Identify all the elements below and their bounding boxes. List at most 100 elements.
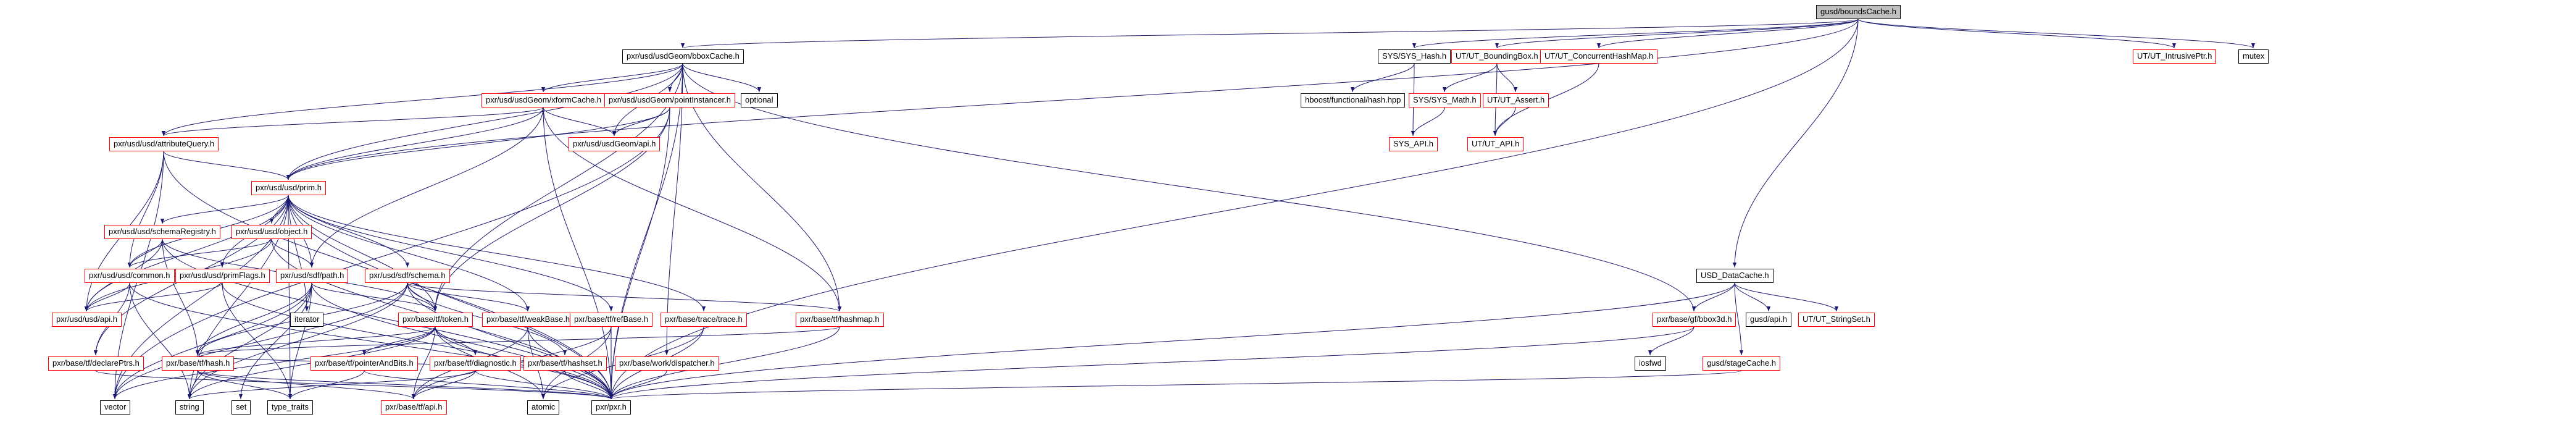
graph-node-tf_hashset[interactable]: pxr/base/tf/hashset.h [523, 356, 607, 371]
graph-node-bboxCache[interactable]: pxr/usd/usdGeom/bboxCache.h [622, 49, 744, 64]
include-edge-xformCache-to-sdf_path [309, 107, 544, 268]
graph-node-UT_IntrusivePtr[interactable]: UT/UT_IntrusivePtr.h [2133, 49, 2217, 64]
include-edge-xformCache-to-prim [286, 107, 544, 180]
include-edge-prim-to-object [269, 195, 289, 224]
include-edge-root-to-SYS_Hash [1412, 19, 1859, 49]
graph-node-schemaRegistry[interactable]: pxr/usd/usd/schemaRegistry.h [104, 225, 220, 239]
graph-node-gf_bbox3d[interactable]: pxr/base/gf/bbox3d.h [1653, 313, 1736, 327]
graph-node-tf_token[interactable]: pxr/base/tf/token.h [398, 313, 473, 327]
include-edge-UT_Assert-to-UT_API [1493, 107, 1516, 137]
graph-node-mutex[interactable]: mutex [2238, 49, 2269, 64]
graph-node-UT_StringSet[interactable]: UT/UT_StringSet.h [1798, 313, 1875, 327]
include-edge-prim-to-tf_weakBase [288, 195, 530, 312]
include-edge-sdf_path-to-string [187, 282, 312, 400]
include-edge-pointInstancer-to-vector [112, 107, 670, 400]
graph-node-gusd_stageCache[interactable]: gusd/stageCache.h [1703, 356, 1781, 371]
include-edge-root-to-UT_ConcurrentHashMap [1597, 19, 1859, 49]
graph-node-UT_API[interactable]: UT/UT_API.h [1467, 137, 1524, 151]
graph-node-common[interactable]: pxr/usd/usd/common.h [85, 269, 175, 283]
include-edge-tf_pointerAndBits-to-pxr [364, 370, 613, 400]
graph-node-gusd_api[interactable]: gusd/api.h [1746, 313, 1791, 327]
graph-node-sdf_path[interactable]: pxr/usd/sdf/path.h [276, 269, 349, 283]
graph-node-SYS_Hash[interactable]: SYS/SYS_Hash.h [1378, 49, 1451, 64]
include-edge-primFlags-to-usd_api [84, 282, 223, 312]
include-edge-tf_diagnostic-to-tf_api [411, 370, 476, 400]
graph-node-tf_hashmap[interactable]: pxr/base/tf/hashmap.h [796, 313, 884, 327]
graph-node-sdf_schema[interactable]: pxr/usd/sdf/schema.h [365, 269, 450, 283]
graph-node-UT_Assert[interactable]: UT/UT_Assert.h [1483, 93, 1549, 107]
include-edge-bboxCache-to-work_dispatcher [664, 63, 683, 356]
graph-node-vector[interactable]: vector [100, 400, 131, 415]
graph-node-USD_DataCache[interactable]: USD_DataCache.h [1696, 269, 1774, 283]
include-edge-gf_bbox3d-to-pxr [609, 326, 1694, 400]
graph-node-atomic[interactable]: atomic [527, 400, 560, 415]
include-edge-tf_hash-to-pxr [197, 370, 613, 400]
include-edge-tf_token-to-vector [112, 326, 436, 400]
graph-node-tf_diagnostic[interactable]: pxr/base/tf/diagnostic.h [430, 356, 521, 371]
graph-node-tf_refBase[interactable]: pxr/base/tf/refBase.h [570, 313, 652, 327]
include-edge-xformCache-to-pxr [543, 107, 614, 400]
include-edge-pointInstancer-to-prim [286, 107, 670, 180]
include-edge-common-to-pxr [129, 282, 614, 400]
graph-node-set[interactable]: set [231, 400, 251, 415]
graph-node-xformCache[interactable]: pxr/usd/usdGeom/xformCache.h [481, 93, 606, 107]
graph-node-work_dispatcher[interactable]: pxr/base/work/dispatcher.h [615, 356, 719, 371]
graph-node-string[interactable]: string [175, 400, 204, 415]
graph-node-UT_BoundingBox[interactable]: UT/UT_BoundingBox.h [1451, 49, 1543, 64]
graph-node-hboost_hash[interactable]: hboost/functional/hash.hpp [1301, 93, 1406, 107]
graph-node-optional[interactable]: optional [741, 93, 778, 107]
include-edge-bboxCache-to-xformCache [541, 63, 683, 93]
include-edge-prim-to-trace_trace [288, 195, 706, 312]
include-edge-schemaRegistry-to-pxr [162, 238, 614, 400]
graph-node-type_traits[interactable]: type_traits [267, 400, 313, 415]
include-edge-tf_diagnostic-to-pxr [475, 370, 614, 400]
graph-node-UT_ConcurrentHashMap[interactable]: UT/UT_ConcurrentHashMap.h [1540, 49, 1658, 64]
graph-node-primFlags[interactable]: pxr/usd/usd/primFlags.h [175, 269, 270, 283]
include-edge-xformCache-to-tf_hashmap [543, 107, 842, 312]
include-edge-xformCache-to-attributeQuery [162, 107, 544, 137]
graph-node-iosfwd[interactable]: iosfwd [1635, 356, 1666, 371]
graph-node-usd_api[interactable]: pxr/usd/usd/api.h [52, 313, 122, 327]
graph-node-prim[interactable]: pxr/usd/usd/prim.h [251, 181, 326, 195]
include-edge-bboxCache-to-prim [286, 63, 683, 180]
include-edge-sdf_schema-to-vector [112, 282, 408, 400]
include-edge-root-to-USD_DataCache [1732, 19, 1859, 268]
include-edge-sdf_path-to-set [238, 282, 312, 400]
include-edge-tf_pointerAndBits-to-type_traits [288, 370, 365, 400]
include-edge-tf_token-to-tf_api [411, 326, 436, 400]
include-edge-SYS_Hash-to-hboost_hash [1350, 63, 1415, 93]
graph-node-tf_declarePtrs[interactable]: pxr/base/tf/declarePtrs.h [48, 356, 144, 371]
include-edge-primFlags-to-pxr [222, 282, 614, 400]
graph-node-tf_hash[interactable]: pxr/base/tf/hash.h [162, 356, 235, 371]
graph-node-SYS_Math[interactable]: SYS/SYS_Math.h [1409, 93, 1481, 107]
graph-node-SYS_API[interactable]: SYS_API.h [1389, 137, 1438, 151]
include-edge-USD_DataCache-to-gusd_stageCache [1734, 282, 1744, 356]
graph-node-tf_weakBase[interactable]: pxr/base/tf/weakBase.h [482, 313, 575, 327]
include-edge-tf_hash-to-type_traits [197, 370, 293, 400]
include-edge-xformCache-to-usdGeom_api [543, 107, 617, 137]
graph-node-tf_api[interactable]: pxr/base/tf/api.h [381, 400, 447, 415]
include-edge-UT_BoundingBox-to-SYS_Math [1442, 63, 1498, 93]
graph-node-trace_trace[interactable]: pxr/base/trace/trace.h [661, 313, 747, 327]
graph-node-pointInstancer[interactable]: pxr/usd/usdGeom/pointInstancer.h [604, 93, 736, 107]
graph-node-root: gusd/boundsCache.h [1816, 5, 1901, 19]
include-edge-sdf_path-to-vector [112, 282, 312, 400]
include-edge-tf_hash-to-tf_api [197, 370, 415, 400]
include-edge-tf_token-to-tf_diagnostic [435, 326, 478, 356]
graph-node-pxr[interactable]: pxr/pxr.h [591, 400, 631, 415]
include-edge-prim-to-tf_refBase [288, 195, 614, 312]
include-edge-common-to-string [129, 282, 192, 400]
include-edge-UT_BoundingBox-to-UT_Assert [1496, 63, 1518, 93]
include-edge-object-to-common [127, 238, 272, 268]
graph-node-object[interactable]: pxr/usd/usd/object.h [231, 225, 312, 239]
graph-node-usdGeom_api[interactable]: pxr/usd/usdGeom/api.h [569, 137, 661, 151]
include-edge-USD_DataCache-to-gusd_api [1734, 282, 1771, 312]
include-edge-sdf_path-to-pxr [311, 282, 614, 400]
include-edge-sdf_schema-to-tf_weakBase [407, 282, 530, 312]
include-edge-gusd_stageCache-to-pxr [609, 370, 1742, 400]
graph-node-iterator[interactable]: iterator [290, 313, 324, 327]
include-edge-SYS_Math-to-SYS_API [1411, 107, 1445, 137]
graph-node-attributeQuery[interactable]: pxr/usd/usd/attributeQuery.h [109, 137, 219, 151]
include-edge-tf_token-to-tf_hash [196, 326, 436, 356]
graph-node-tf_pointerAndBits[interactable]: pxr/base/tf/pointerAndBits.h [311, 356, 418, 371]
